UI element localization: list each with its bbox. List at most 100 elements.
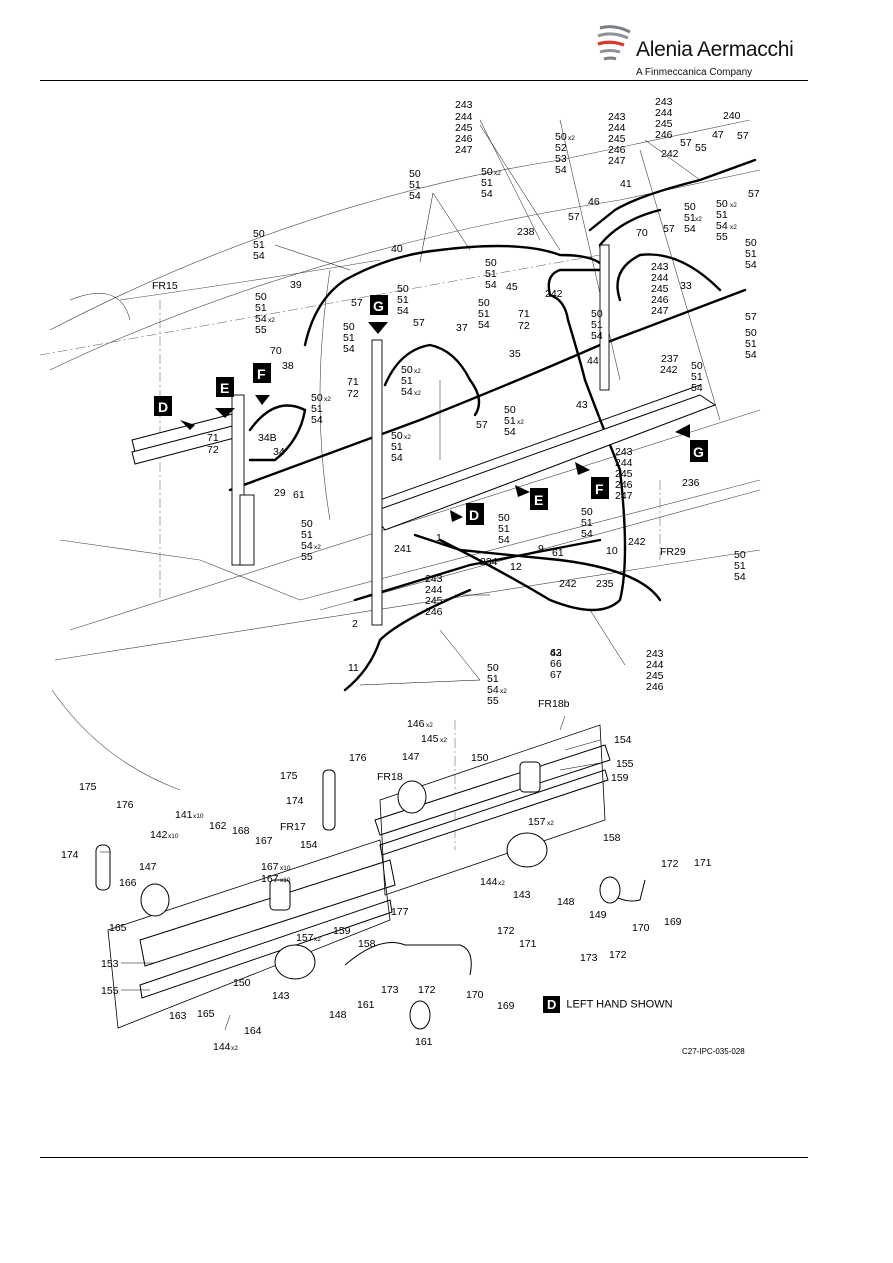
svg-text:x10: x10 [193,813,204,820]
svg-text:F: F [257,366,266,382]
svg-text:x2: x2 [404,434,411,441]
svg-text:50: 50 [255,291,267,303]
svg-text:174: 174 [286,795,304,807]
svg-text:51: 51 [684,212,696,224]
svg-text:242: 242 [559,578,577,590]
svg-text:172: 172 [661,858,679,870]
svg-text:x2: x2 [517,419,524,426]
svg-text:246: 246 [615,479,633,491]
svg-text:145: 145 [421,733,439,745]
svg-text:52: 52 [555,142,567,154]
svg-text:10: 10 [606,545,618,557]
svg-text:54: 54 [581,528,593,540]
svg-text:170: 170 [632,922,650,934]
svg-text:51: 51 [301,529,313,541]
svg-text:51: 51 [311,403,323,415]
svg-text:40: 40 [391,243,403,255]
svg-text:162: 162 [209,820,227,832]
svg-text:57: 57 [568,211,580,223]
svg-text:50: 50 [391,430,403,442]
svg-text:243: 243 [615,446,633,458]
svg-text:71: 71 [207,432,219,444]
svg-text:171: 171 [519,938,537,950]
svg-text:176: 176 [116,799,134,811]
svg-text:158: 158 [358,938,376,950]
svg-text:159: 159 [333,925,351,937]
svg-text:71: 71 [347,376,359,388]
svg-text:44: 44 [587,355,599,367]
svg-text:2: 2 [352,618,358,630]
svg-text:171: 171 [694,857,712,869]
svg-text:50: 50 [409,168,421,180]
svg-text:54: 54 [485,279,497,291]
svg-text:E: E [220,380,229,396]
svg-text:D: D [158,399,168,415]
svg-text:155: 155 [101,985,119,997]
svg-text:50: 50 [504,404,516,416]
svg-text:50: 50 [478,297,490,309]
svg-text:51: 51 [487,673,499,685]
svg-text:50: 50 [745,237,757,249]
svg-text:146: 146 [407,718,425,730]
svg-text:54: 54 [745,349,757,361]
svg-text:57: 57 [476,419,488,431]
svg-text:x2: x2 [730,224,737,231]
svg-text:244: 244 [608,122,626,134]
svg-text:147: 147 [139,861,157,873]
svg-text:54: 54 [255,313,267,325]
svg-text:54: 54 [481,188,493,200]
svg-text:41: 41 [620,178,632,190]
svg-text:x2: x2 [498,880,505,887]
svg-text:51: 51 [343,332,355,344]
svg-text:244: 244 [646,659,664,671]
svg-text:54: 54 [253,250,265,262]
component-shapes [95,761,646,1030]
svg-text:51: 51 [409,179,421,191]
track-rails [107,724,611,1029]
svg-text:50: 50 [734,549,746,561]
svg-text:53: 53 [555,153,567,165]
svg-text:E: E [534,492,543,508]
svg-text:x2: x2 [500,688,507,695]
company-logo: Alenia Aermacchi A Finmeccanica Company [596,22,796,82]
svg-text:51: 51 [481,177,493,189]
svg-text:72: 72 [207,444,219,456]
svg-text:57: 57 [737,130,749,142]
svg-text:51: 51 [397,294,409,306]
svg-text:244: 244 [655,107,673,119]
svg-text:245: 245 [615,468,633,480]
svg-text:172: 172 [418,984,436,996]
svg-text:67: 67 [550,669,562,681]
svg-text:50: 50 [481,166,493,178]
svg-text:34: 34 [273,446,285,458]
svg-text:43: 43 [576,399,588,411]
svg-text:243: 243 [655,96,673,108]
svg-text:54: 54 [591,330,603,342]
svg-text:148: 148 [557,896,575,908]
svg-text:55: 55 [301,551,313,563]
svg-text:177: 177 [391,906,409,918]
svg-text:245: 245 [646,670,664,682]
svg-text:50: 50 [253,228,265,240]
svg-text:F: F [595,481,604,497]
svg-text:51: 51 [498,523,510,535]
callouts-upper: 1 2 9 10 11 12 29 33 34 34B 35 37 38 39 … [207,110,760,681]
svg-text:57: 57 [663,223,675,235]
svg-text:50: 50 [311,392,323,404]
svg-text:164: 164 [244,1025,262,1037]
svg-text:G: G [373,298,384,314]
svg-text:50: 50 [397,283,409,295]
